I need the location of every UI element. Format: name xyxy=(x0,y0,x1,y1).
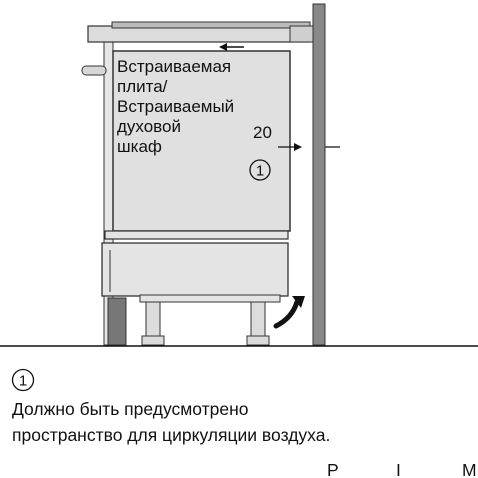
wall xyxy=(312,3,326,346)
gap-dimension-label: 20 xyxy=(253,123,272,142)
foot-left-base xyxy=(141,335,165,346)
airflow-arrowhead-top xyxy=(219,43,227,51)
footer-fragment: P xyxy=(327,460,339,478)
airflow-arrow-curved xyxy=(273,299,300,329)
marker-number: 1 xyxy=(256,163,264,180)
appliance-label-line: духовой xyxy=(117,117,181,136)
foot-left xyxy=(145,301,161,339)
foot-right xyxy=(250,301,266,339)
marker-circle xyxy=(249,159,271,181)
drawer-front xyxy=(101,242,289,297)
appliance-label-line: плита/ xyxy=(117,77,168,96)
appliance-lower-trim xyxy=(104,230,289,240)
plinth-rail xyxy=(139,294,281,303)
caption-marker-number: 1 xyxy=(19,373,27,390)
appliance-label-line: Встраиваемая xyxy=(117,57,231,76)
footer-fragment: I xyxy=(396,460,401,478)
caption-line: пространство для циркуляции воздуха. xyxy=(12,425,330,445)
appliance-body xyxy=(112,50,291,232)
appliance-label-line: Встраиваемый xyxy=(117,97,234,116)
dimension-arrowhead-left xyxy=(294,143,302,151)
appliance-label-line: шкаф xyxy=(117,137,162,156)
worktop-right-step xyxy=(289,25,315,43)
cooktop-top xyxy=(111,21,311,29)
caption-line: Должно быть предусмотрено xyxy=(12,399,249,419)
svg-text:Должно быть предусмотрено: Должно быть предусмотрено пространство д… xyxy=(12,399,330,445)
svg-text:Встраиваемая плита/ Вс: Встраиваемая плита/ Встраиваемый духовой… xyxy=(117,57,239,156)
cabinet-side-panel-lower xyxy=(107,297,127,346)
oven-knob xyxy=(81,65,107,76)
foot-right-base xyxy=(246,335,270,346)
caption-marker-circle xyxy=(11,368,35,392)
airflow-arrowhead-curved xyxy=(292,296,305,308)
footer-fragment: M xyxy=(462,460,477,478)
